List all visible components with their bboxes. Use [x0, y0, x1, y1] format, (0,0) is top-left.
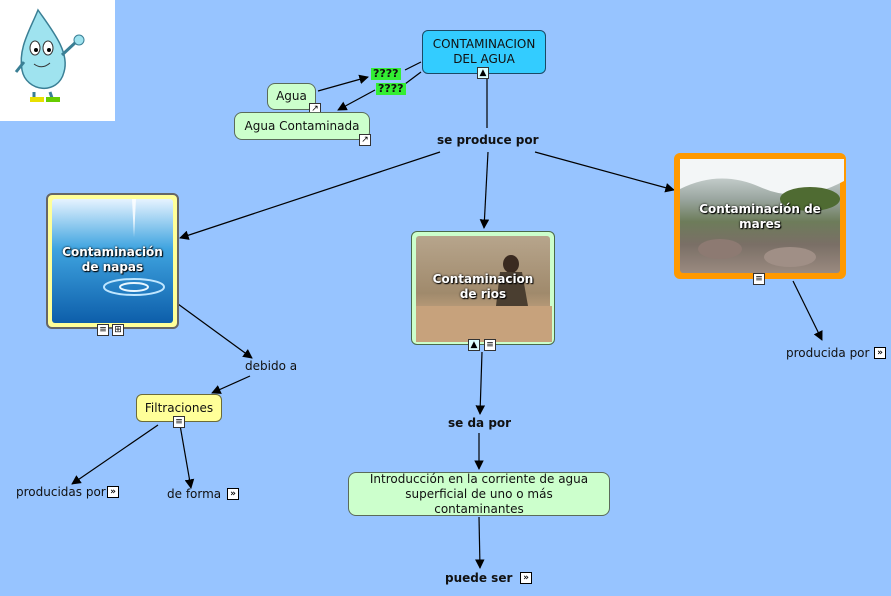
document-icon[interactable]: ≡: [753, 273, 765, 285]
rios-photo: [416, 236, 552, 342]
link-producida-por[interactable]: producida por: [786, 346, 870, 360]
question-link-2[interactable]: ????: [376, 82, 406, 95]
link-puede-ser[interactable]: puede ser: [445, 571, 513, 585]
expand-icon[interactable]: »: [107, 486, 119, 498]
document-icon[interactable]: ≡: [173, 416, 185, 428]
link-debido-a[interactable]: debido a: [245, 359, 298, 373]
link-de-forma[interactable]: de forma: [167, 487, 222, 501]
shortcut-icon[interactable]: ↗: [359, 134, 371, 146]
concept-label: Filtraciones: [144, 400, 214, 415]
concept-label: Agua Contaminada: [244, 118, 360, 133]
concept-label: Introducción en la corriente de agua sup…: [369, 471, 589, 516]
link-se-da-por[interactable]: se da por: [448, 416, 512, 430]
submap-icon[interactable]: ⊞: [112, 324, 124, 336]
concept-label: Contaminación de napas: [62, 245, 163, 274]
napas-photo: [52, 199, 173, 323]
concept-label: Contaminación de mares: [699, 202, 821, 231]
concept-label: Contaminacion de rios: [432, 272, 534, 301]
question-link-1[interactable]: ????: [371, 67, 401, 80]
concept-label: Agua: [276, 89, 307, 103]
document-icon[interactable]: ≡: [97, 324, 109, 336]
concept-contaminacion-rios[interactable]: Contaminacion de rios: [411, 231, 555, 345]
image-icon[interactable]: ▲: [468, 339, 480, 351]
image-icon[interactable]: ▲: [477, 67, 489, 79]
concept-label: CONTAMINACION DEL AGUA: [432, 37, 536, 66]
expand-icon[interactable]: »: [520, 572, 532, 584]
concept-agua[interactable]: Agua: [267, 83, 316, 110]
water-drop-mascot: [0, 0, 115, 121]
mares-photo: [680, 159, 844, 273]
concept-contaminacion-del-agua[interactable]: CONTAMINACION DEL AGUA: [422, 30, 546, 74]
link-se-produce-por[interactable]: se produce por: [437, 133, 539, 147]
concept-introduccion[interactable]: Introducción en la corriente de agua sup…: [348, 472, 610, 516]
link-producidas-por[interactable]: producidas por: [16, 485, 106, 499]
expand-icon[interactable]: »: [227, 488, 239, 500]
document-icon[interactable]: ≡: [484, 339, 496, 351]
concept-contaminacion-mares[interactable]: Contaminación de mares: [674, 153, 846, 279]
concept-agua-contaminada[interactable]: Agua Contaminada: [234, 112, 370, 140]
concept-contaminacion-napas[interactable]: Contaminación de napas: [46, 193, 179, 329]
expand-icon[interactable]: »: [874, 347, 886, 359]
